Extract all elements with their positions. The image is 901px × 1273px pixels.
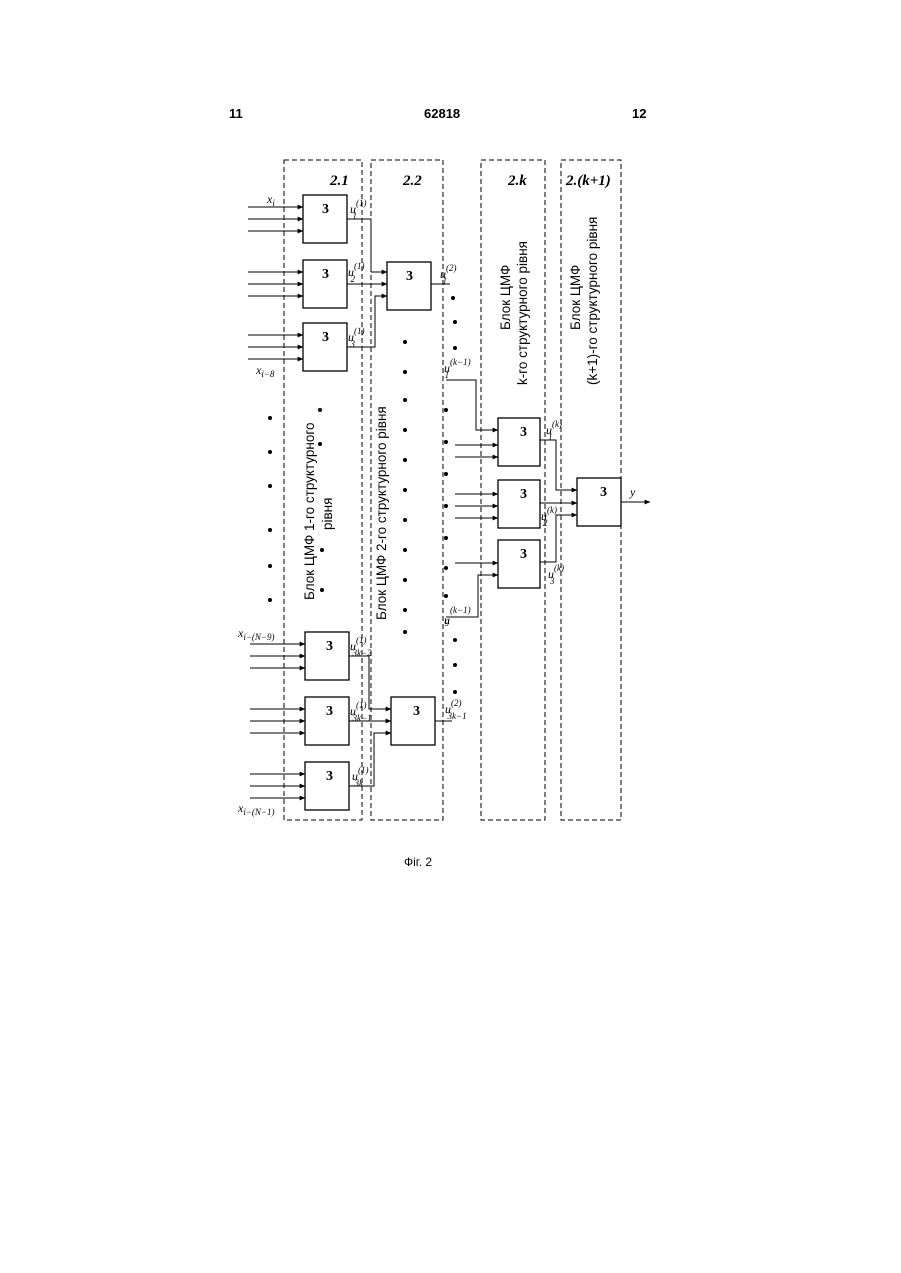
input-label-x-i-8: xi−8 bbox=[255, 363, 275, 379]
signal-u1-k1: u(k−1)1 bbox=[444, 357, 471, 380]
block-label: 3 bbox=[413, 704, 420, 719]
column-number-1: 2.1 bbox=[329, 173, 349, 189]
figure-caption: Фіг. 2 bbox=[404, 855, 432, 869]
block-label: 3 bbox=[322, 330, 329, 345]
column-number-2: 2.2 bbox=[402, 173, 422, 189]
signal-u3k2-1: u(1)3k−2 bbox=[350, 635, 372, 658]
input-label-x-i: xi bbox=[266, 192, 275, 208]
column-title-k-line1: Блок ЦМФ bbox=[498, 265, 513, 330]
signal-u3-k: u(k)3 bbox=[548, 563, 564, 586]
signal-u2-k: u(k)2 bbox=[541, 505, 557, 528]
block-label: 3 bbox=[520, 487, 527, 502]
column-title-k-line2: k-го структурного рівня bbox=[515, 241, 530, 385]
block-label: 3 bbox=[600, 485, 607, 500]
signal-u1-1: u(1)1 bbox=[350, 198, 367, 221]
block-label: 3 bbox=[322, 267, 329, 282]
signal-u3k-1: u(1)3k bbox=[352, 765, 369, 788]
signal-u1-k: u(k)1 bbox=[546, 419, 562, 442]
column-title-1-line2: рівня bbox=[320, 498, 335, 530]
block-label: 3 bbox=[326, 704, 333, 719]
block-label: 3 bbox=[406, 269, 413, 284]
block-label: 3 bbox=[520, 425, 527, 440]
block-k-2 bbox=[498, 480, 540, 528]
column-number-k: 2.k bbox=[507, 173, 527, 189]
column-title-k1-line2: (k+1)-го структурного рівня bbox=[585, 217, 600, 385]
column-number-k1: 2.(k+1) bbox=[565, 173, 611, 189]
block-k1-1 bbox=[577, 478, 621, 526]
block-k-3 bbox=[498, 540, 540, 588]
block-k-1 bbox=[498, 418, 540, 466]
signal-u3-1: u(1)3 bbox=[348, 326, 365, 349]
column-title-1-line1: Блок ЦМФ 1-го структурного bbox=[302, 422, 317, 600]
block-label: 3 bbox=[326, 769, 333, 784]
input-label-x-i-n9: xi−(N−9) bbox=[237, 626, 274, 642]
column-title-2: Блок ЦМФ 2-го структурного рівня bbox=[374, 406, 389, 620]
input-label-x-i-n1: xi−(N−1) bbox=[237, 801, 274, 817]
signal-u3km1-2: u(2)3k−1 bbox=[445, 698, 467, 721]
signal-u1-2: u(2)1 bbox=[440, 263, 457, 286]
signal-u2-1: u(1)2 bbox=[348, 261, 365, 284]
output-label-y: y bbox=[629, 485, 636, 499]
block-label: 3 bbox=[322, 202, 329, 217]
block-label: 3 bbox=[326, 639, 333, 654]
column-title-k1-line1: Блок ЦМФ bbox=[568, 265, 583, 330]
signal-u3k1-1: u(1)3k−1 bbox=[350, 700, 372, 723]
block-label: 3 bbox=[520, 547, 527, 562]
